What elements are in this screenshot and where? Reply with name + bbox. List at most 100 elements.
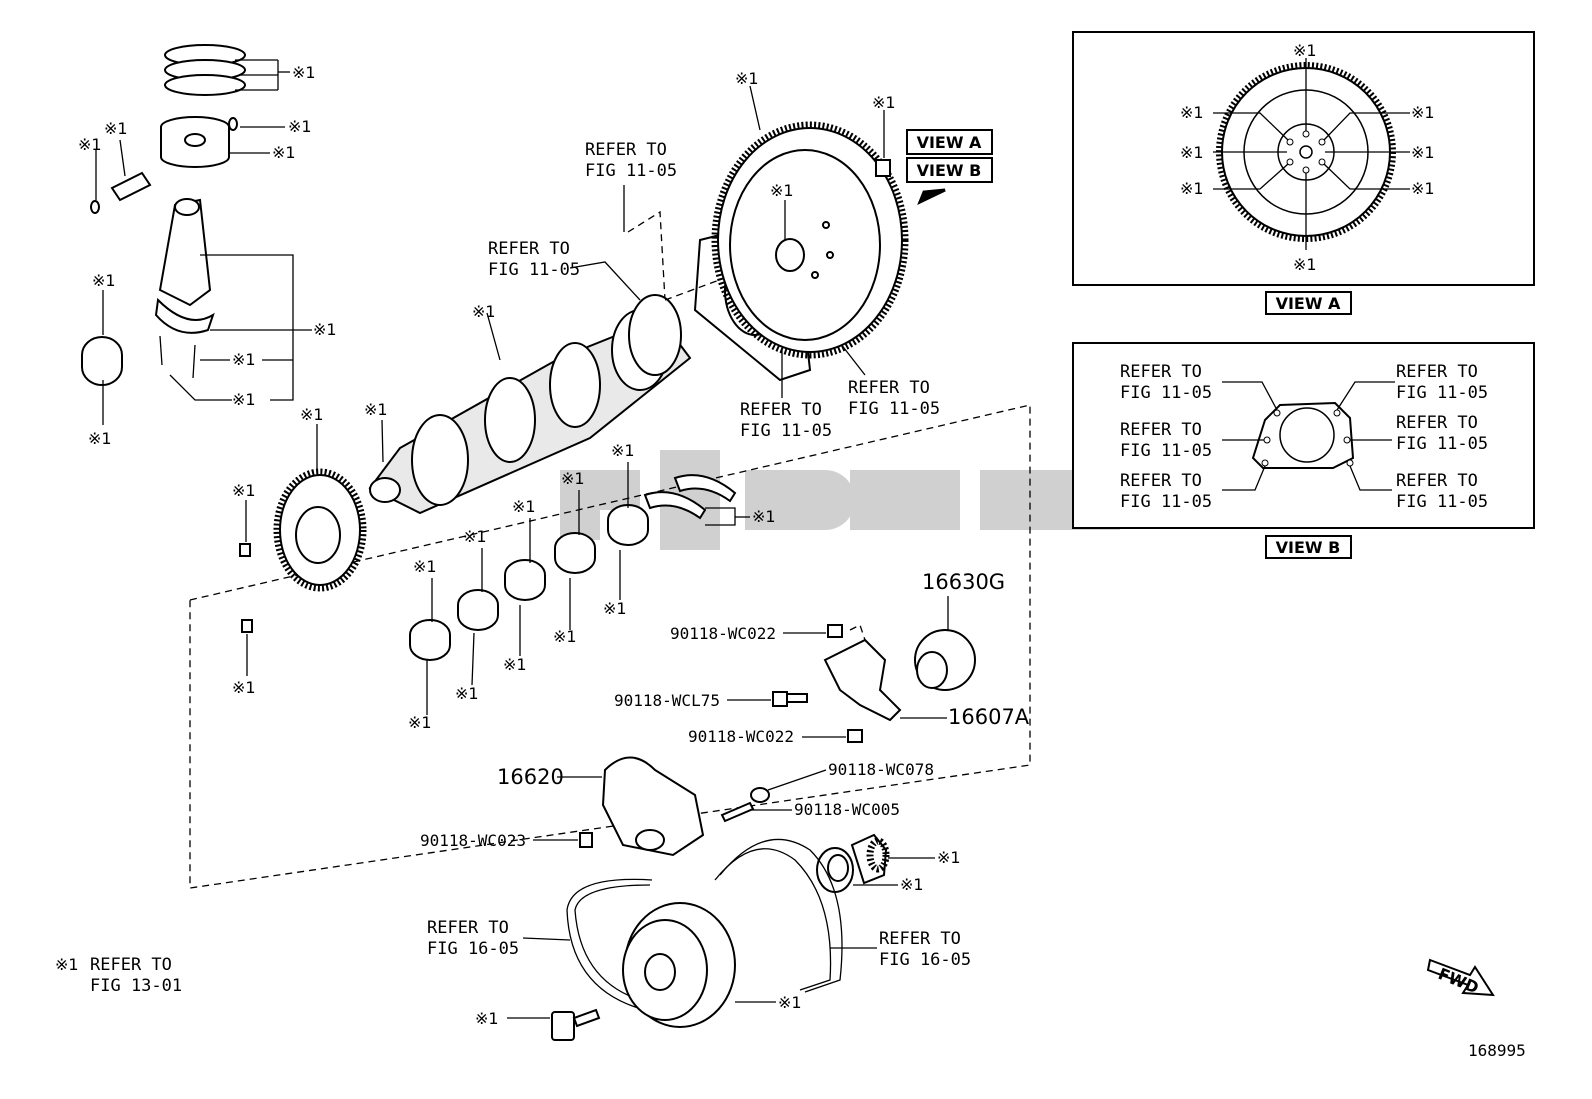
conrod-bearing-upper-callout: ※1 <box>92 271 116 290</box>
view-a-caption: VIEW A <box>1265 291 1352 315</box>
fwd-arrow-icon: FWD <box>1426 958 1495 997</box>
view-b-tag: VIEW B <box>906 157 993 183</box>
idler-bracket-drawing <box>823 624 947 722</box>
view-b-retainer-drawing <box>1222 381 1395 491</box>
conrod-callout: ※1 <box>313 320 337 339</box>
piston-drawing <box>160 116 285 168</box>
bolt-wc022-upper-drawing <box>783 624 843 638</box>
crankshaft-callout: ※1 <box>472 302 496 321</box>
part-90118-WC023: 90118-WC023 <box>420 831 526 850</box>
view-a-callout-right-2: ※1 <box>1411 143 1435 162</box>
bolt-wc023-drawing <box>533 832 593 848</box>
flywheel-center-callout: ※1 <box>770 181 794 200</box>
pulley-bolt-drawing <box>507 1008 601 1041</box>
conrod-nut-callout: ※1 <box>232 390 256 409</box>
view-b-ref-mr-line2: FIG 11-05 <box>1396 434 1488 454</box>
part-90118-WC022-upper: 90118-WC022 <box>670 624 776 643</box>
piston-pin-callout: ※1 <box>104 119 128 138</box>
part-90118-WC005: 90118-WC005 <box>794 800 900 819</box>
legend-line1: REFER TO <box>90 955 172 975</box>
crank-timing-gear-drawing <box>273 424 367 592</box>
watermark-logo <box>560 450 1120 550</box>
view-b-panel <box>1072 342 1535 529</box>
crank-key-callout: ※1 <box>364 400 388 419</box>
refer-retainer-line1: REFER TO <box>740 400 822 420</box>
refer-bolt-line2: FIG 11-05 <box>848 399 940 419</box>
svg-text:VIEW B: VIEW B <box>1276 538 1341 557</box>
pin-clip-callout: ※1 <box>78 135 102 154</box>
piston-rings-callout: ※1 <box>292 63 316 82</box>
crank-sprocket-callout: ※1 <box>937 848 961 867</box>
flywheel-bolt-callout: ※1 <box>872 93 896 112</box>
view-a-callout-left-3: ※1 <box>1180 179 1204 198</box>
view-a-callout-bottom: ※1 <box>1293 255 1317 274</box>
refer-seal-line2: FIG 11-05 <box>488 260 580 280</box>
refer-dowel-line1: REFER TO <box>585 140 667 160</box>
gear-bolt-lower-callout: ※1 <box>232 678 256 697</box>
view-b-ref-br-line1: REFER TO <box>1396 471 1478 491</box>
view-b-ref-tr-line1: REFER TO <box>1396 362 1478 382</box>
idler-pulley-drawing <box>914 596 976 691</box>
refer-dowel-line2: FIG 11-05 <box>585 161 677 181</box>
conrod-bearing-drawing <box>81 290 123 425</box>
bolt-wc022-lower-drawing <box>802 729 863 743</box>
flywheel-bolt-drawing <box>875 110 891 177</box>
stud-wc005-drawing <box>720 801 792 823</box>
view-b-ref-tl-line1: REFER TO <box>1120 362 1202 382</box>
legend-line2: FIG 13-01 <box>90 976 182 996</box>
svg-text:VIEW A: VIEW A <box>917 133 982 152</box>
view-b-ref-bl-line1: REFER TO <box>1120 471 1202 491</box>
washer-wc078-drawing <box>750 769 827 803</box>
piston-callout: ※1 <box>272 143 296 162</box>
refer-seal-line1: REFER TO <box>488 239 570 259</box>
part-90118-WC022-lower: 90118-WC022 <box>688 727 794 746</box>
crank-sprocket-drawing <box>850 833 935 885</box>
part-90118-WC078: 90118-WC078 <box>828 760 934 779</box>
timing-gear-callout: ※1 <box>300 405 324 424</box>
view-a-callout-top: ※1 <box>1293 41 1317 60</box>
drive-belt-left-drawing <box>522 878 653 1011</box>
thrust-washer-callout: ※1 <box>752 507 776 526</box>
view-b-ref-tr-line2: FIG 11-05 <box>1396 383 1488 403</box>
gear-bolt-upper-callout: ※1 <box>232 481 256 500</box>
part-16630G: 16630G <box>922 570 1005 594</box>
drive-belt-right-drawing <box>714 838 877 993</box>
view-b-ref-tl-line2: FIG 11-05 <box>1120 383 1212 403</box>
connecting-rod-drawing <box>154 198 312 401</box>
main-bearing-2-upper-callout: ※1 <box>463 527 487 546</box>
main-bearing-3-lower-callout: ※1 <box>503 655 527 674</box>
conrod-bolt-callout: ※1 <box>232 350 256 369</box>
view-b-ref-ml-line2: FIG 11-05 <box>1120 441 1212 461</box>
main-bearing-3-upper-callout: ※1 <box>512 497 536 516</box>
view-a-flywheel-drawing <box>1213 58 1410 250</box>
crank-pulley-drawing <box>622 902 736 1028</box>
flywheel-drawing <box>711 85 909 359</box>
rear-oil-seal-drawing <box>628 294 682 376</box>
view-b-ref-mr-line1: REFER TO <box>1396 413 1478 433</box>
main-bearing-4-upper-callout: ※1 <box>561 469 585 488</box>
front-seal-callout: ※1 <box>900 875 924 894</box>
refer-belt-right-line2: FIG 16-05 <box>879 950 971 970</box>
front-seal-drawing <box>816 847 898 893</box>
refer-bolt-line1: REFER TO <box>848 378 930 398</box>
main-bearing-1-lower-callout: ※1 <box>408 713 432 732</box>
svg-text:VIEW A: VIEW A <box>1276 294 1341 313</box>
gear-bolt-upper <box>239 500 251 557</box>
bolt-wcl75-drawing <box>727 691 808 707</box>
conrod-bearing-lower-callout: ※1 <box>88 429 112 448</box>
part-16607A: 16607A <box>948 705 1030 729</box>
main-bearing-5-upper-callout: ※1 <box>611 441 635 460</box>
snap-ring-callout: ※1 <box>288 117 312 136</box>
view-b-ref-ml-line1: REFER TO <box>1120 420 1202 440</box>
view-b-ref-bl-line2: FIG 11-05 <box>1120 492 1212 512</box>
main-bearing-1-upper-callout: ※1 <box>413 557 437 576</box>
legend-marker: ※1 <box>55 955 79 974</box>
view-arrow-icon <box>917 188 946 206</box>
svg-text:VIEW B: VIEW B <box>917 161 982 180</box>
view-a-tag: VIEW A <box>906 129 993 155</box>
view-b-caption: VIEW B <box>1265 535 1352 559</box>
refer-retainer-line2: FIG 11-05 <box>740 421 832 441</box>
main-bearing-2-lower-callout: ※1 <box>455 684 479 703</box>
view-a-callout-right-3: ※1 <box>1411 179 1435 198</box>
